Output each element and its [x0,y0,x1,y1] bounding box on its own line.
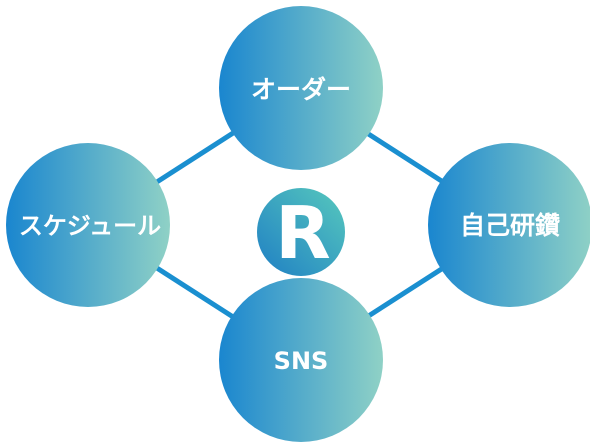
node-order-circle [219,6,383,170]
node-order: オーダー [219,6,383,170]
center-logo: R [257,188,345,276]
node-self-improvement: 自己研鑽 [428,143,590,307]
node-self-improvement-circle [428,143,590,307]
node-schedule: スケジュール [6,143,170,307]
node-sns-label: SNS [274,347,329,375]
node-order-label: オーダー [251,75,351,104]
node-sns: SNS [219,278,383,442]
node-schedule-label: スケジュール [19,212,161,240]
center-logo-circle [257,188,345,276]
node-schedule-circle [6,143,170,307]
node-self-improvement-label: 自己研鑽 [460,211,560,240]
node-sns-circle [219,278,383,442]
center-logo-letter: R [275,191,330,275]
